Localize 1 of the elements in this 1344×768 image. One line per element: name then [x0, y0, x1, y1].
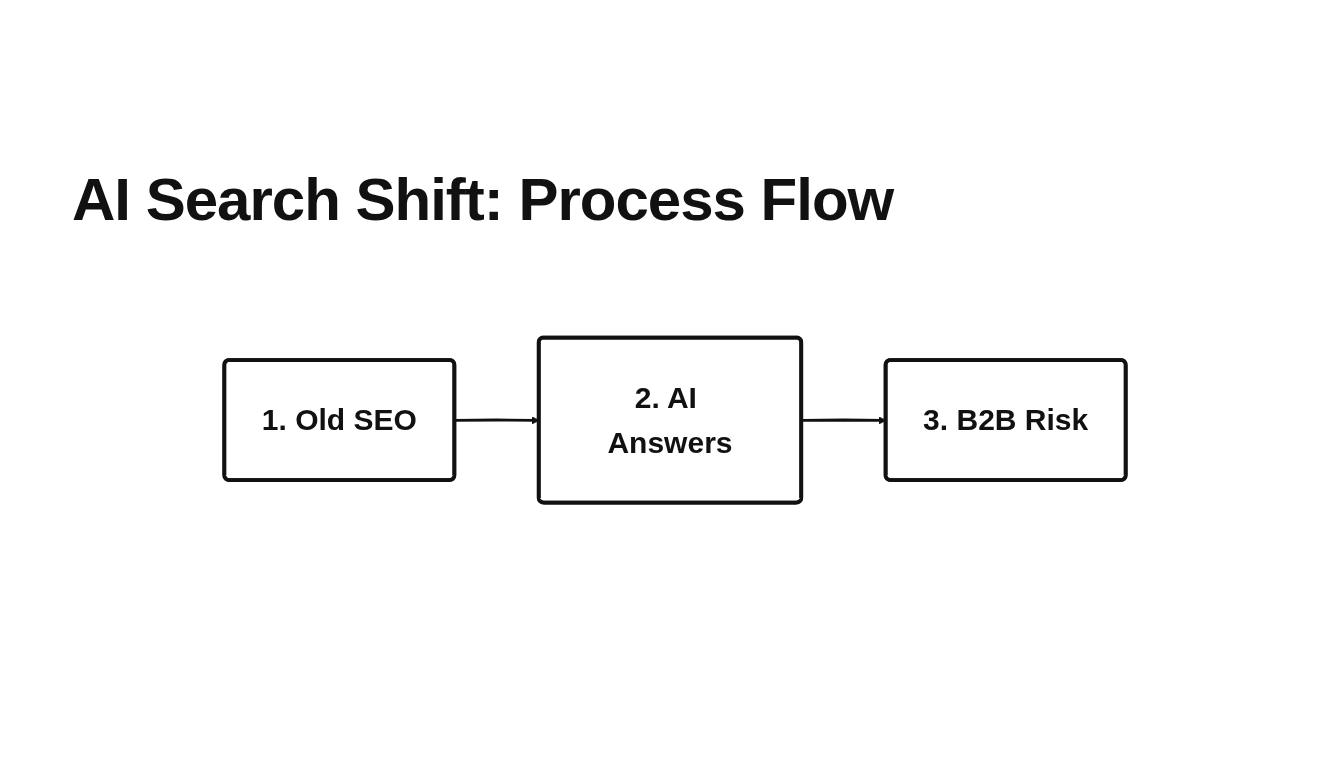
title: AI Search Shift: Process Flow — [72, 165, 894, 234]
